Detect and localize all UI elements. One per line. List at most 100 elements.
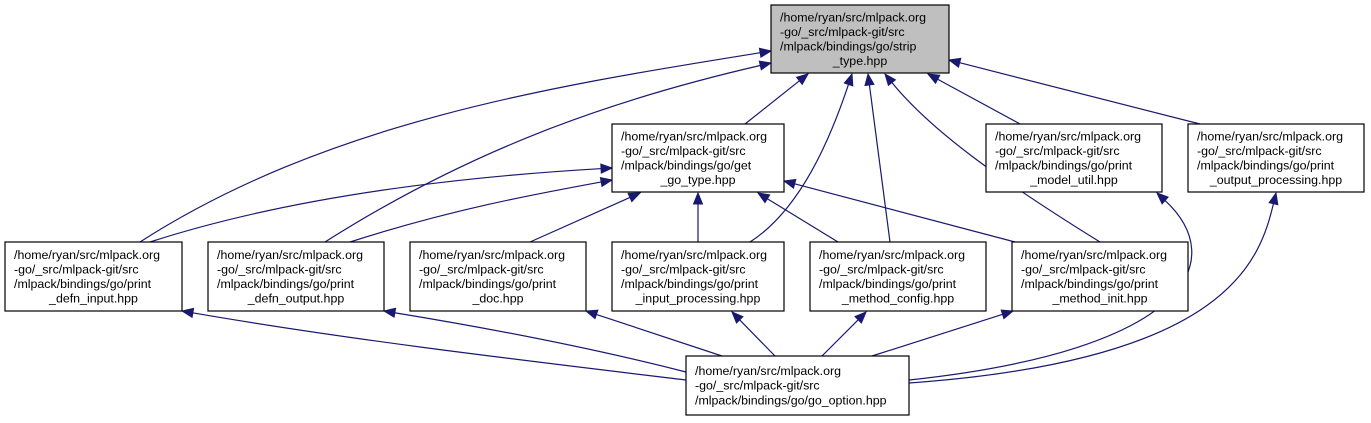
edge-line — [349, 181, 603, 243]
arrowhead-icon — [180, 307, 195, 319]
node-label-line: _output_processing.hpp — [1209, 173, 1342, 187]
node-label-line: -go/_src/mlpack-git/src — [1021, 262, 1146, 276]
edge-line — [529, 196, 632, 243]
node-label-line: /home/ryan/src/mlpack.org — [819, 248, 965, 262]
edge-line — [149, 167, 603, 243]
node-box — [207, 241, 385, 312]
node-label-line: /home/ryan/src/mlpack.org — [1021, 248, 1167, 262]
arrowhead-icon — [758, 60, 773, 71]
node-label-line: _method_config.hpp — [841, 292, 954, 306]
arrowhead-icon — [1000, 309, 1015, 320]
node-label-line: _go_type.hpp — [659, 173, 735, 187]
edge-go_option-to-print_output_processing — [908, 191, 1279, 384]
node-label-line: _model_util.hpp — [1029, 173, 1118, 187]
node-box — [770, 4, 950, 74]
edge-line — [749, 83, 850, 243]
edge-print_doc-to-get_go_type — [529, 192, 642, 243]
edge-line — [871, 313, 1004, 357]
node-label-line: -go/_src/mlpack-git/src — [217, 262, 342, 276]
node-go-option[interactable]: /home/ryan/src/mlpack.org-go/_src/mlpack… — [685, 355, 910, 416]
node-print-defn-input[interactable]: /home/ryan/src/mlpack.org-go/_src/mlpack… — [4, 241, 183, 312]
edge-line — [324, 64, 762, 243]
node-label-line: -go/_src/mlpack-git/src — [14, 262, 139, 276]
node-label-line: _doc.hpp — [472, 292, 524, 306]
node-label-line: -go/_src/mlpack-git/src — [695, 379, 820, 393]
edge-print_method_config-to-get_go_type — [756, 192, 839, 243]
node-box — [409, 241, 587, 312]
edge-print_defn_input-to-strip_type — [139, 47, 773, 243]
node-strip-type[interactable]: /home/ryan/src/mlpack.org-go/_src/mlpack… — [770, 4, 950, 74]
node-label-line: /home/ryan/src/mlpack.org — [419, 248, 565, 262]
arrowhead-icon — [864, 72, 875, 87]
arrowhead-icon — [382, 307, 397, 319]
edge-get_go_type-to-strip_type — [744, 73, 810, 125]
arrowhead-icon — [756, 192, 771, 204]
arrowhead-icon — [600, 163, 614, 174]
edge-print_method_init-to-strip_type — [884, 72, 1101, 243]
node-label-line: _defn_input.hpp — [48, 292, 138, 306]
edge-line — [908, 202, 1275, 384]
node-box — [1187, 123, 1365, 193]
node-label-line: /mlpack/bindings/go/strip — [780, 40, 916, 54]
edge-go_option-to-print_input_processing — [731, 311, 776, 357]
node-label-line: /mlpack/bindings/go/print — [1021, 277, 1159, 291]
node-label-line: /home/ryan/src/mlpack.org — [621, 248, 767, 262]
edge-line — [393, 312, 687, 373]
edge-print_defn_output-to-get_go_type — [349, 176, 614, 243]
node-label-line: /mlpack/bindings/go/get — [621, 159, 752, 173]
edge-line — [793, 182, 1016, 243]
node-label-line: /mlpack/bindings/go/print — [14, 277, 152, 291]
node-label-line: -go/_src/mlpack-git/src — [621, 262, 746, 276]
node-print-input-processing[interactable]: /home/ryan/src/mlpack.org-go/_src/mlpack… — [611, 241, 785, 312]
arrowhead-icon — [758, 47, 773, 59]
node-label-line: /mlpack/bindings/go/print — [1197, 159, 1335, 173]
edge-go_option-to-print_doc — [584, 309, 723, 357]
edge-go_option-to-print_method_config — [821, 311, 867, 357]
node-label-line: /home/ryan/src/mlpack.org — [1197, 129, 1343, 143]
node-get-go-type[interactable]: /home/ryan/src/mlpack.org-go/_src/mlpack… — [611, 123, 785, 193]
edge-line — [868, 83, 891, 243]
node-label-line: /home/ryan/src/mlpack.org — [780, 10, 926, 24]
node-label-line: /home/ryan/src/mlpack.org — [995, 129, 1141, 143]
node-box — [985, 123, 1163, 193]
node-label-line: -go/_src/mlpack-git/src — [419, 262, 544, 276]
edge-line — [821, 318, 860, 357]
node-label-line: /home/ryan/src/mlpack.org — [695, 364, 841, 378]
edge-line — [191, 312, 687, 381]
arrowhead-icon — [947, 57, 962, 68]
arrowhead-icon — [731, 311, 744, 324]
edge-line — [139, 51, 762, 243]
node-label-line: /home/ryan/src/mlpack.org — [14, 248, 160, 262]
arrowhead-icon — [926, 73, 941, 85]
node-print-doc[interactable]: /home/ryan/src/mlpack.org-go/_src/mlpack… — [409, 241, 587, 312]
edge-line — [738, 318, 776, 357]
node-box — [611, 123, 785, 193]
node-label-line: /mlpack/bindings/go/go_option.hpp — [695, 393, 887, 407]
edge-print_input_processing-to-get_go_type — [692, 191, 704, 242]
node-print-model-util[interactable]: /home/ryan/src/mlpack.org-go/_src/mlpack… — [985, 123, 1163, 193]
node-label-line: -go/_src/mlpack-git/src — [1197, 144, 1322, 158]
node-print-method-init[interactable]: /home/ryan/src/mlpack.org-go/_src/mlpack… — [1011, 241, 1189, 312]
edges-layer — [139, 47, 1279, 384]
node-print-defn-output[interactable]: /home/ryan/src/mlpack.org-go/_src/mlpack… — [207, 241, 385, 312]
arrowhead-icon — [584, 309, 599, 320]
edge-go_option-to-print_defn_output — [382, 307, 687, 373]
arrowhead-icon — [599, 176, 614, 188]
arrowhead-icon — [795, 73, 810, 86]
arrowhead-icon — [782, 178, 797, 190]
nodes-layer: /home/ryan/src/mlpack.org-go/_src/mlpack… — [4, 4, 1365, 416]
edge-line — [595, 313, 723, 357]
node-label-line: -go/_src/mlpack-git/src — [621, 144, 746, 158]
edge-print_method_config-to-strip_type — [864, 72, 891, 243]
edge-line — [766, 197, 839, 243]
node-print-output-processing[interactable]: /home/ryan/src/mlpack.org-go/_src/mlpack… — [1187, 123, 1365, 193]
node-label-line: _defn_output.hpp — [247, 292, 345, 306]
node-print-method-config[interactable]: /home/ryan/src/mlpack.org-go/_src/mlpack… — [809, 241, 987, 312]
edge-line — [936, 78, 1021, 125]
edge-print_defn_input-to-get_go_type — [149, 163, 614, 243]
edge-print_method_init-to-get_go_type — [782, 178, 1016, 243]
node-label-line: _input_processing.hpp — [635, 292, 761, 306]
edge-print_output_processing-to-strip_type — [947, 57, 1201, 125]
edge-go_option-to-print_defn_input — [180, 307, 687, 381]
